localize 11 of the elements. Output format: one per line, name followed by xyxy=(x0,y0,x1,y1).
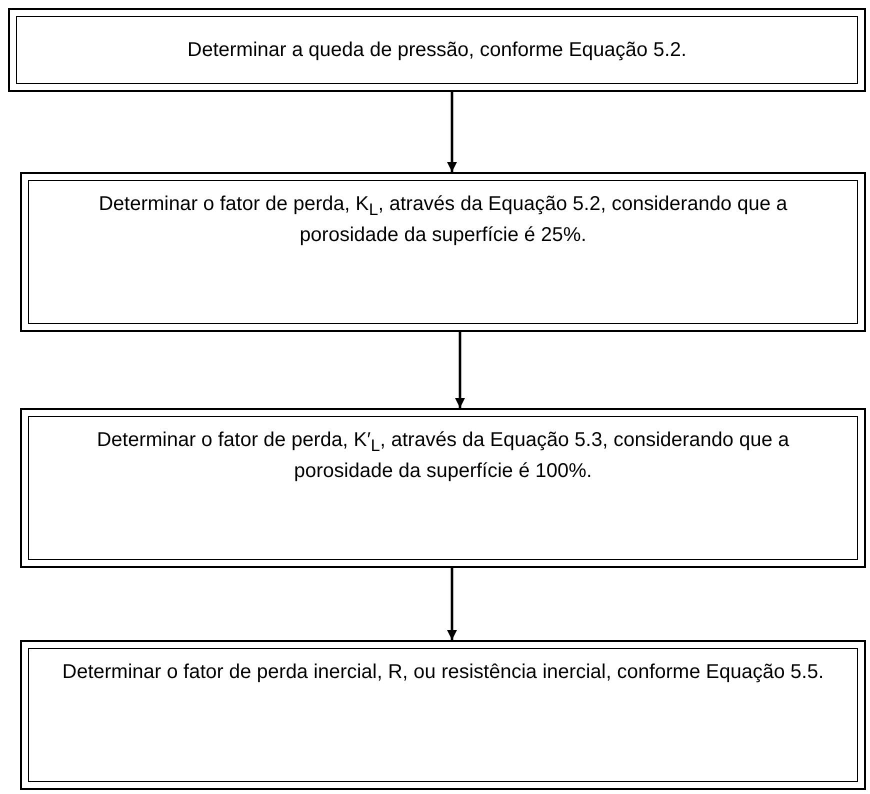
step-text: Determinar o fator de perda, K′$_{L}$, através da Equação 5.3, considerando que a porosidade da superfície é 100%. xyxy=(96,428,790,484)
step-text: Determinar a queda de pressão, conforme Equação 5.2. xyxy=(187,38,687,62)
step-text: Determinar o fator de perda inercial, R, ou resistência inercial, conforme Equação 5.5. xyxy=(62,660,824,685)
arrow xyxy=(455,332,465,408)
step-text: Determinar o fator de perda, K$_{L}$, através da Equação 5.2, considerando que a porosidade da superfície é 25%. xyxy=(98,192,788,248)
process-box xyxy=(20,408,866,568)
arrow xyxy=(447,568,457,640)
process-box xyxy=(8,8,866,92)
process-box xyxy=(20,172,866,332)
arrow xyxy=(447,92,457,172)
process-box xyxy=(20,640,866,790)
